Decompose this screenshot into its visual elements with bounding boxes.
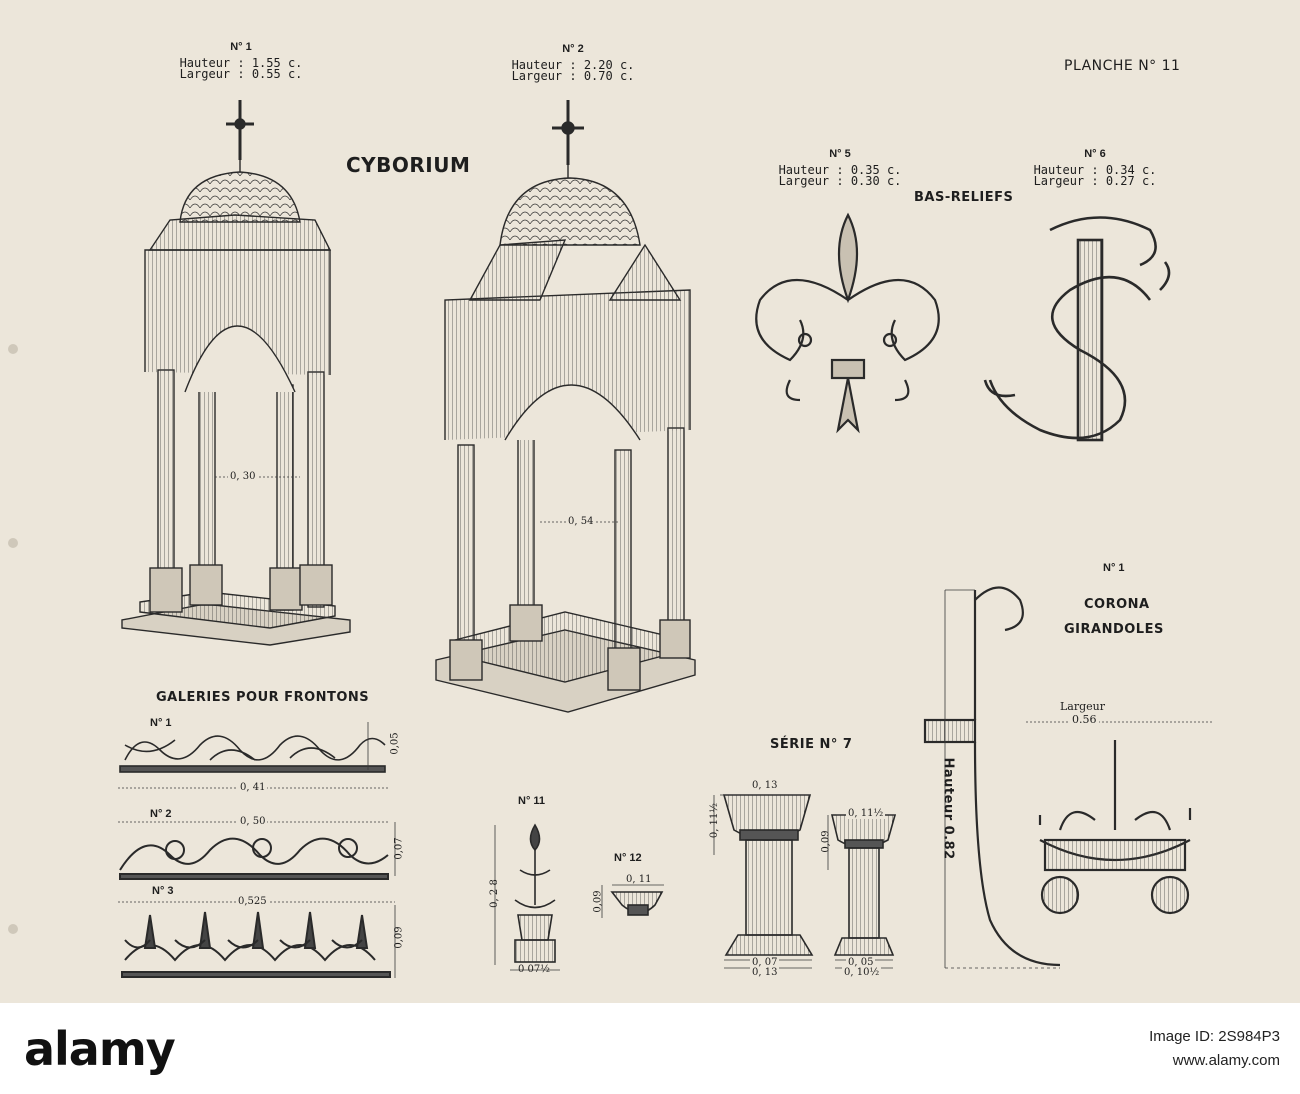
watermark-image-id: Image ID: 2S984P3 — [1149, 1028, 1280, 1045]
serie-7-small-base2: 0, 10½ — [842, 967, 882, 978]
punch-hole — [8, 344, 18, 354]
serie-7-columns-drawing — [722, 794, 897, 956]
galerie-1-height: 0,05 — [389, 732, 401, 755]
galerie-2-width: 0, 50 — [238, 816, 268, 827]
corona-title-line1: CORONA — [1084, 597, 1150, 612]
galerie-2-height: 0,07 — [393, 837, 405, 860]
finial-11-drawing — [514, 823, 556, 963]
catalogue-plate: PLANCHE N° 11 CYBORIUM N° 1 Hauteur : 1.… — [0, 0, 1300, 1003]
finial-11-base: 0 07½ — [518, 964, 550, 975]
corona-largeur-value: 0.56 — [1070, 713, 1099, 726]
galerie-3-label: N° 3 — [152, 885, 174, 897]
galerie-3-width: 0,525 — [236, 896, 269, 907]
cyborium-2-hauteur: Hauteur : 2.20 c. — [511, 58, 635, 72]
galerie-2-drawing — [119, 837, 389, 880]
serie-7-big-base2: 0, 13 — [750, 967, 780, 978]
finial-12-label: N° 12 — [614, 852, 642, 864]
serie-7-small-side: 0,09 — [820, 830, 832, 853]
cyborium-1-label: N° 1 — [230, 41, 252, 53]
serie-7-big-side: 0, 11½ — [709, 802, 721, 839]
galerie-3-drawing — [121, 911, 391, 978]
bas-relief-5-label: N° 5 — [829, 148, 851, 160]
galeries-title: GALERIES POUR FRONTONS — [156, 690, 370, 705]
cyborium-1-drawing — [121, 100, 351, 646]
bas-relief-5-largeur: Largeur : 0.30 c. — [778, 174, 902, 188]
cyborium-2-dimension: 0, 54 — [566, 516, 596, 527]
bas-relief-6-largeur: Largeur : 0.27 c. — [1033, 174, 1157, 188]
bas-relief-5-hauteur: Hauteur : 0.35 c. — [778, 163, 902, 177]
bas-relief-6-label: N° 6 — [1084, 148, 1106, 160]
cyborium-1-dimension: 0, 30 — [228, 471, 258, 482]
punch-hole — [8, 924, 18, 934]
planche-number: PLANCHE N° 11 — [1064, 58, 1181, 74]
cyborium-2-largeur: Largeur : 0.70 c. — [511, 69, 635, 83]
cyborium-2-label: N° 2 — [562, 43, 584, 55]
bas-relief-5-drawing — [755, 212, 940, 434]
finial-12-drawing — [610, 891, 664, 916]
finial-12-width: 0, 11 — [626, 874, 652, 885]
cyborium-1-largeur: Largeur : 0.55 c. — [179, 67, 303, 81]
corona-largeur-label: Largeur — [1060, 700, 1106, 713]
engravings — [118, 100, 1212, 978]
bas-relief-6-hauteur: Hauteur : 0.34 c. — [1033, 163, 1157, 177]
cyborium-title: CYBORIUM — [346, 153, 471, 177]
serie-7-big-top: 0, 13 — [750, 780, 780, 791]
cyborium-2-drawing — [435, 100, 696, 713]
cyborium-1-hauteur: Hauteur : 1.55 c. — [179, 56, 303, 70]
serie-7-title: SÉRIE N° 7 — [770, 737, 853, 752]
serie-7-big-base1: 0, 07 — [750, 957, 780, 968]
corona-girandole-drawing — [923, 586, 1192, 967]
watermark-brand: alamy — [24, 1022, 176, 1076]
finial-11-label: N° 11 — [518, 795, 546, 807]
corona-label: N° 1 — [1103, 562, 1125, 574]
galerie-1-label: N° 1 — [150, 717, 172, 729]
bas-relief-6-drawing — [983, 216, 1171, 442]
watermark-band — [0, 1003, 1300, 1094]
serie-7-small-base1: 0, 05 — [846, 957, 876, 968]
finial-11-height: 0, 2 8 — [488, 879, 500, 908]
serie-7-small-top: 0, 11½ — [846, 808, 886, 819]
watermark-site: www.alamy.com — [1172, 1052, 1280, 1069]
galerie-1-drawing — [119, 735, 386, 773]
galerie-1-width: 0, 41 — [238, 782, 268, 793]
bas-reliefs-title: BAS-RELIEFS — [914, 190, 1014, 205]
galerie-2-label: N° 2 — [150, 808, 172, 820]
corona-title-line2: GIRANDOLES — [1064, 622, 1164, 637]
punch-hole — [8, 538, 18, 548]
finial-12-height: 0,09 — [592, 890, 604, 913]
galerie-3-height: 0,09 — [393, 926, 405, 949]
corona-hauteur: Hauteur 0.82 — [940, 757, 956, 860]
